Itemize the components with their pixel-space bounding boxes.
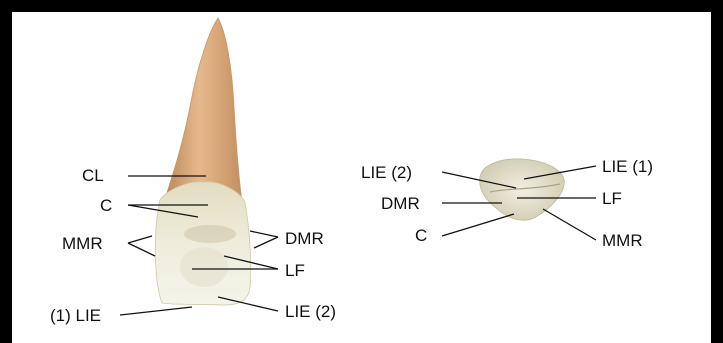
label-lie-1: (1) LIE [50,306,101,325]
label-c: C [100,196,112,215]
label-cl: CL [82,166,104,185]
label-incisal-dmr: DMR [381,194,420,213]
tooth-diagram: CL C MMR DMR LF (1) LIE LIE (2) LIE (2) … [12,12,711,343]
label-mmr: MMR [62,234,103,253]
label-lf: LF [285,261,305,280]
diagram-panel: CL C MMR DMR LF (1) LIE LIE (2) LIE (2) … [12,12,711,343]
incisal-crown [480,159,564,220]
label-dmr: DMR [285,229,324,248]
tooth-root [164,18,242,202]
label-lie-2: LIE (2) [285,302,336,321]
tooth-lingual-view [155,18,250,305]
lingual-fossa-shade [180,247,228,287]
label-incisal-lie-1: LIE (1) [602,157,653,176]
label-incisal-lie-2: LIE (2) [361,163,412,182]
tooth-incisal-view [480,159,564,220]
label-incisal-c: C [415,226,427,245]
label-incisal-lf: LF [602,189,622,208]
cingulum-shade [184,225,236,243]
label-incisal-mmr: MMR [602,231,643,250]
